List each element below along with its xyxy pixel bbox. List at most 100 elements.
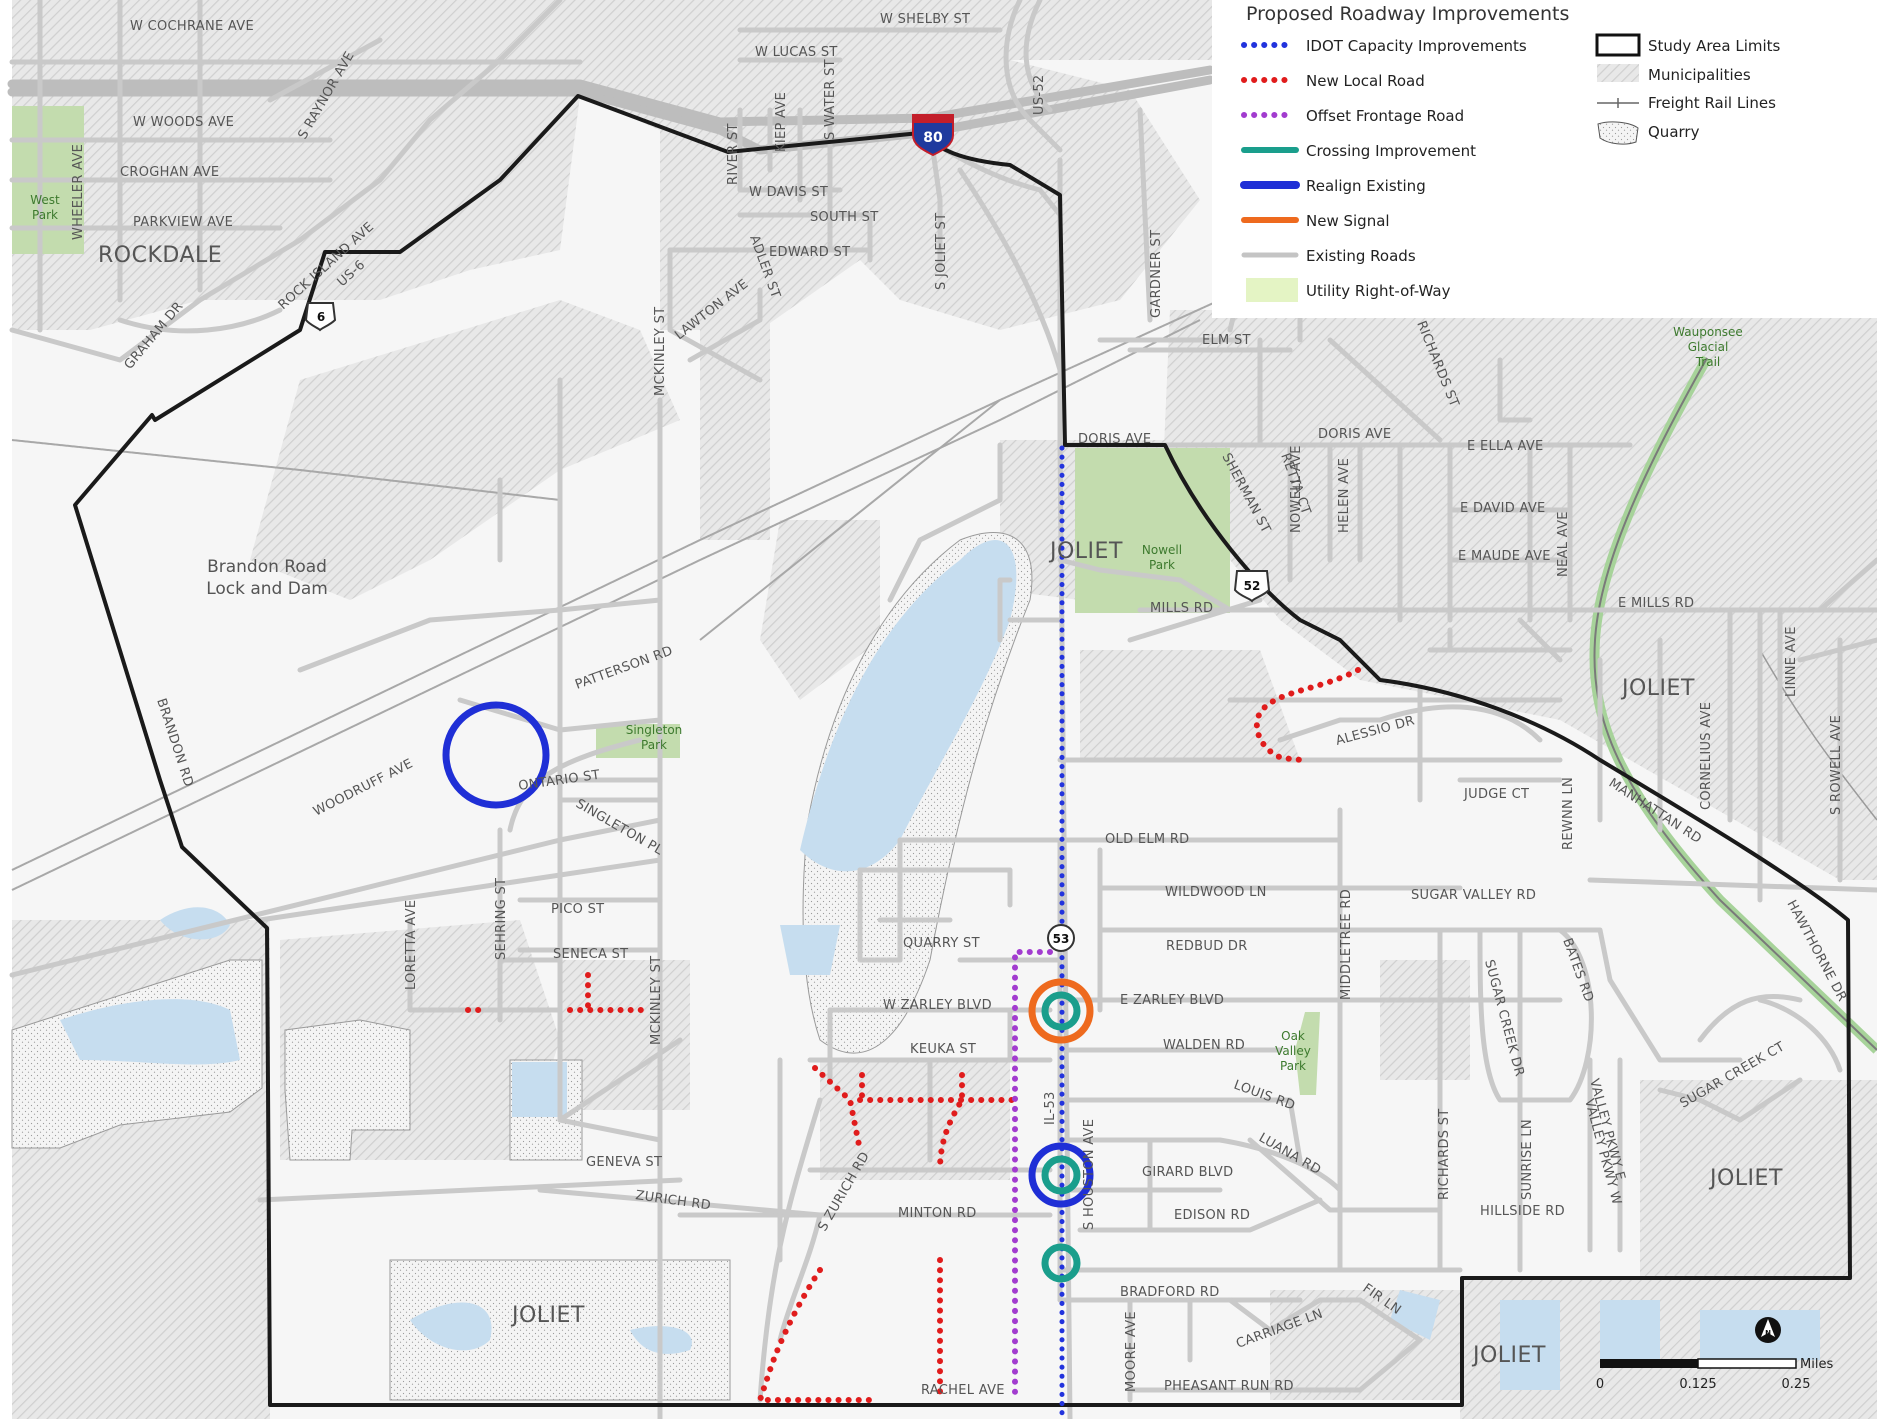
street-middletree: MIDDLETREE RD — [1339, 889, 1354, 1000]
brandon-label-1: Brandon Road — [207, 557, 327, 577]
street-s-water: S WATER ST — [823, 59, 838, 140]
street-elm: ELM ST — [1202, 333, 1251, 348]
scale-unit: Miles — [1800, 1357, 1833, 1372]
north-arrow-icon: N — [1755, 1317, 1781, 1343]
street-us52: US-52 — [1032, 75, 1047, 116]
street-keuka: KEUKA ST — [910, 1042, 976, 1057]
i80-shield-label: 80 — [923, 130, 943, 146]
new-local-roads — [465, 667, 1361, 1403]
il53-shield-label: 53 — [1053, 932, 1070, 946]
oak-valley-label-2: Valley — [1275, 1044, 1311, 1058]
street-e-mills: E MILLS RD — [1618, 596, 1694, 611]
legend-study-area: Study Area Limits — [1648, 37, 1781, 55]
street-doris-w: DORIS AVE — [1078, 432, 1151, 447]
trail-label-1: Wauponsee — [1673, 325, 1743, 339]
trail-label-3: Trail — [1695, 355, 1721, 369]
street-sehring: SEHRING ST — [494, 878, 509, 960]
legend-freight-rail: Freight Rail Lines — [1648, 94, 1776, 112]
trail-label-2: Glacial — [1688, 340, 1729, 354]
offset-frontage-road — [1012, 949, 1053, 1403]
street-sunrise: SUNRISE LN — [1520, 1119, 1535, 1200]
street-old-elm: OLD ELM RD — [1105, 832, 1189, 847]
realign-existing-circle-1 — [442, 701, 550, 809]
legend-quarry: Quarry — [1648, 123, 1700, 141]
street-richards-s: RICHARDS ST — [1437, 1108, 1452, 1200]
street-mckinley-n: MCKINLEY ST — [653, 307, 668, 396]
street-s-houston: S HOUSTON AVE — [1082, 1119, 1097, 1230]
scale-tick-0: 0 — [1596, 1377, 1604, 1392]
west-park-label-2: Park — [32, 208, 58, 222]
street-rachel: RACHEL AVE — [921, 1383, 1005, 1398]
oak-valley-label-1: Oak — [1281, 1029, 1305, 1043]
il53-shield: 53 — [1047, 924, 1075, 952]
crossing-improvement-circle-2 — [1041, 1155, 1081, 1195]
street-minton: MINTON RD — [898, 1206, 977, 1221]
town-labels: ROCKDALE JOLIET JOLIET JOLIET JOLIET JOL… — [98, 243, 1783, 1368]
street-cornelius: CORNELIUS AVE — [1699, 702, 1714, 810]
street-wheeler: WHEELER AVE — [71, 144, 86, 240]
street-edward: EDWARD ST — [769, 245, 850, 260]
crossing-improvement-circle-3 — [1041, 1243, 1081, 1283]
town-joliet-2: JOLIET — [1620, 676, 1695, 701]
street-w-woods: W WOODS AVE — [133, 115, 234, 130]
oak-valley-label-3: Park — [1280, 1059, 1306, 1073]
street-e-maude: E MAUDE AVE — [1458, 549, 1551, 564]
street-croghan: CROGHAN AVE — [120, 165, 219, 180]
street-seneca: SENECA ST — [553, 947, 628, 962]
legend-new-signal: New Signal — [1306, 212, 1390, 230]
street-sugar-valley: SUGAR VALLEY RD — [1411, 888, 1536, 903]
us6-shield-label: 6 — [317, 310, 325, 324]
street-rewnn: REWNN LN — [1561, 777, 1576, 850]
street-bradford: BRADFORD RD — [1120, 1285, 1220, 1300]
legend-idot: IDOT Capacity Improvements — [1306, 37, 1527, 55]
street-loretta: LORETTA AVE — [404, 900, 419, 990]
street-linne: LINNE AVE — [1784, 626, 1799, 697]
street-e-zarley: E ZARLEY BLVD — [1120, 993, 1224, 1008]
town-joliet-1: JOLIET — [1048, 539, 1123, 564]
street-moore: MOORE AVE — [1124, 1311, 1139, 1392]
scale-tick-2: 0.25 — [1782, 1377, 1811, 1392]
crossing-improvement-circle-1 — [1041, 991, 1081, 1031]
route-shields: 80 6 52 53 — [304, 114, 1271, 952]
town-joliet-3: JOLIET — [1708, 1166, 1783, 1191]
street-girard: GIRARD BLVD — [1142, 1165, 1233, 1180]
legend: Proposed Roadway Improvements IDOT Capac… — [1212, 0, 1877, 318]
legend-title: Proposed Roadway Improvements — [1246, 3, 1569, 25]
street-hillside: HILLSIDE RD — [1480, 1204, 1565, 1219]
street-helen: HELEN AVE — [1337, 458, 1352, 533]
street-s-rowell: S ROWELL AVE — [1829, 715, 1844, 815]
street-edison: EDISON RD — [1174, 1208, 1250, 1223]
street-w-zarley: W ZARLEY BLVD — [883, 998, 992, 1013]
scale-tick-1: 0.125 — [1679, 1377, 1716, 1392]
street-w-shelby: W SHELBY ST — [880, 12, 970, 27]
street-w-davis: W DAVIS ST — [749, 185, 828, 200]
street-doris-e: DORIS AVE — [1318, 427, 1391, 442]
us52-shield-label: 52 — [1244, 579, 1261, 593]
street-mills: MILLS RD — [1150, 601, 1213, 616]
us6-shield: 6 — [304, 302, 337, 332]
town-joliet-5: JOLIET — [1471, 1343, 1546, 1368]
street-mckinley-s: MCKINLEY ST — [649, 956, 664, 1045]
town-joliet-4: JOLIET — [510, 1303, 585, 1328]
i80-shield: 80 — [912, 114, 954, 157]
legend-crossing: Crossing Improvement — [1306, 142, 1476, 160]
street-w-cochrane: W COCHRANE AVE — [130, 19, 254, 34]
study-area-limits — [73, 94, 1852, 1407]
street-nowell: NOWELL AVE — [1289, 445, 1304, 533]
us52-shield: 52 — [1233, 570, 1271, 603]
legend-municipalities: Municipalities — [1648, 66, 1751, 84]
street-judge: JUDGE CT — [1463, 787, 1529, 802]
nowell-label-2: Park — [1149, 558, 1175, 572]
legend-existing-roads: Existing Roads — [1306, 247, 1416, 265]
brandon-label-2: Lock and Dam — [206, 579, 328, 599]
town-rockdale: ROCKDALE — [98, 243, 222, 268]
legend-realign: Realign Existing — [1306, 177, 1426, 195]
street-kiep: KIEP AVE — [774, 92, 789, 152]
street-river: RIVER ST — [726, 123, 741, 185]
